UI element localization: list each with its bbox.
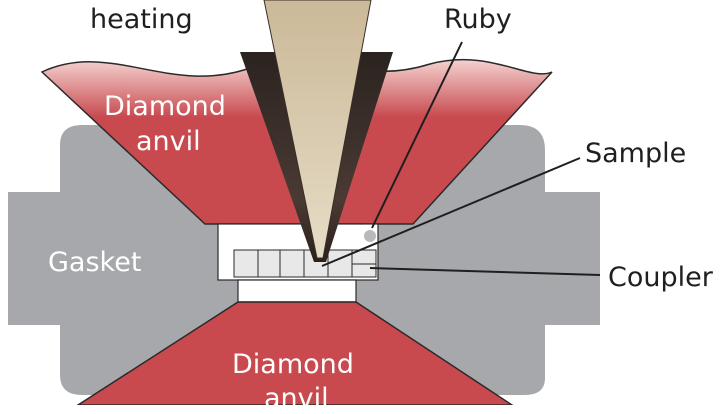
bottom-anvil-label-line2: anvil <box>264 383 329 414</box>
ruby-label: Ruby <box>444 4 512 35</box>
ruby-leader-line <box>371 41 463 229</box>
laser-beam-inner <box>263 0 372 259</box>
coupler-label: Coupler <box>608 262 713 293</box>
sample-leader-line <box>321 157 581 267</box>
top-anvil-label-line1: Diamond <box>104 91 226 122</box>
bottom-anvil-label-line1: Diamond <box>232 349 354 380</box>
coupler-leader-line <box>369 267 601 276</box>
coupler-cell <box>233 249 259 278</box>
bottom-diamond-anvil <box>76 301 514 405</box>
ruby-dot-icon <box>364 230 376 242</box>
heating-label: heating <box>90 4 193 35</box>
sample-chamber-base <box>237 279 357 303</box>
top-anvil-label-line2: anvil <box>136 126 201 157</box>
diamond-anvil-cell-diagram <box>8 0 601 405</box>
coupler-cell <box>279 249 305 278</box>
coupler-cell <box>257 249 281 278</box>
sample-label: Sample <box>585 138 687 169</box>
gasket-label: Gasket <box>48 247 142 278</box>
